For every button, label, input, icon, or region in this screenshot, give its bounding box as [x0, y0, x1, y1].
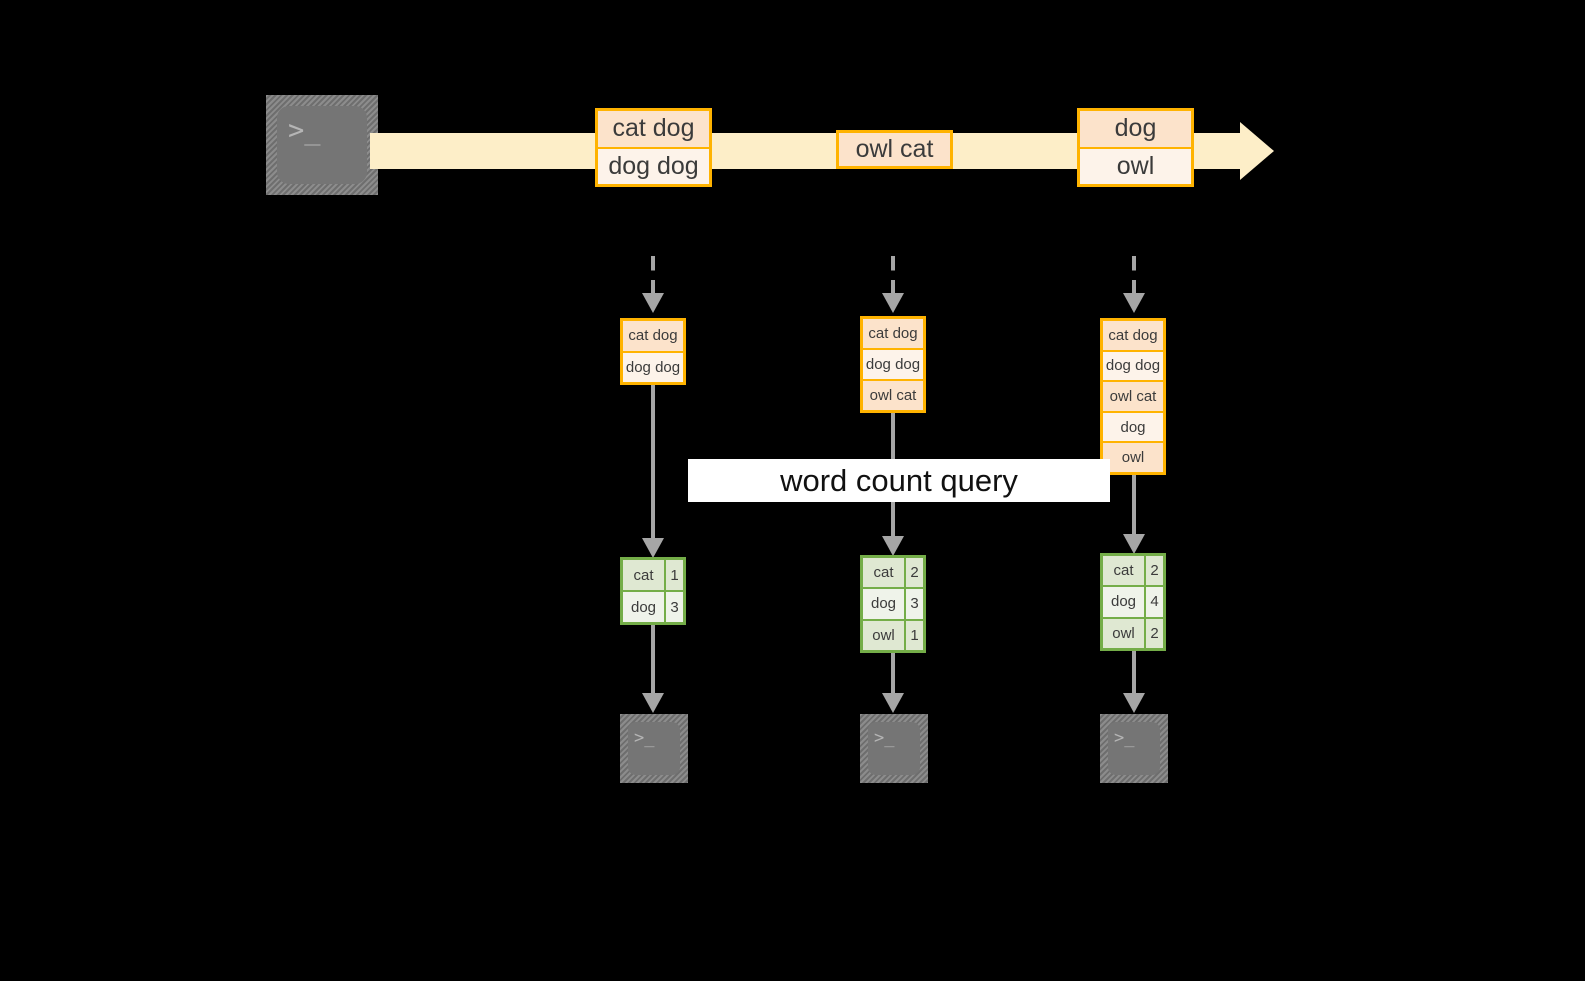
result-count: 2 [910, 564, 919, 582]
state-line: cat dog [1103, 321, 1163, 352]
stream-group-2[interactable]: owl cat [836, 130, 953, 169]
sink-connector-1-head [642, 693, 664, 713]
terminal-prompt-glyph: >_ [874, 728, 895, 748]
query-connector-1-head [642, 538, 664, 558]
table-row: owl 2 [1103, 618, 1163, 648]
stream-line: owl [1080, 148, 1191, 184]
query-connector-1 [651, 385, 655, 540]
query-connector-3-head [1123, 534, 1145, 554]
result-word: dog [1103, 587, 1146, 617]
sink-connector-2-head [882, 693, 904, 713]
table-row: cat 1 [623, 560, 683, 592]
stream-group-1[interactable]: cat dog dog dog [595, 108, 712, 187]
ingest-connector-2 [891, 256, 895, 294]
state-line: cat dog [623, 321, 683, 353]
stream-line: owl cat [839, 133, 950, 166]
state-line: dog dog [623, 352, 683, 382]
table-row: cat 2 [863, 558, 923, 590]
terminal-screen [868, 722, 920, 775]
result-word: cat [863, 558, 906, 588]
query-banner: word count query [688, 459, 1110, 502]
ingest-connector-1-head [642, 293, 664, 313]
query-connector-2-head [882, 536, 904, 556]
result-table-3[interactable]: cat 2 dog 4 owl 2 [1100, 553, 1166, 651]
table-row: owl 1 [863, 620, 923, 650]
state-line: owl cat [863, 381, 923, 410]
stream-line: dog [1080, 111, 1191, 149]
stream-arrow-head [1240, 122, 1274, 180]
sink-terminal-icon-1[interactable]: >_ [620, 714, 688, 783]
terminal-prompt-glyph: >_ [634, 728, 655, 748]
result-word: dog [863, 589, 906, 619]
state-line: owl [1103, 443, 1163, 472]
result-word: cat [1103, 556, 1146, 586]
table-row: dog 3 [863, 589, 923, 621]
result-count: 2 [1150, 624, 1159, 642]
result-word: owl [863, 620, 906, 650]
result-word: dog [623, 592, 666, 622]
sink-connector-3 [1132, 651, 1136, 695]
stream-line: cat dog [598, 111, 709, 149]
state-line: cat dog [863, 319, 923, 350]
result-table-1[interactable]: cat 1 dog 3 [620, 557, 686, 625]
ingest-connector-1 [651, 256, 655, 294]
ingest-connector-3 [1132, 256, 1136, 294]
result-count: 3 [670, 598, 679, 616]
result-count: 2 [1150, 562, 1159, 580]
table-row: dog 4 [1103, 587, 1163, 619]
result-word: owl [1103, 618, 1146, 648]
terminal-screen [628, 722, 680, 775]
sink-terminal-icon-2[interactable]: >_ [860, 714, 928, 783]
sink-connector-1 [651, 625, 655, 695]
state-box-1[interactable]: cat dog dog dog [620, 318, 686, 385]
state-box-2[interactable]: cat dog dog dog owl cat [860, 316, 926, 413]
terminal-screen [277, 106, 367, 184]
table-row: dog 3 [623, 592, 683, 622]
table-row: cat 2 [1103, 556, 1163, 588]
sink-terminal-icon-3[interactable]: >_ [1100, 714, 1168, 783]
sink-connector-2 [891, 653, 895, 695]
result-count: 4 [1150, 593, 1159, 611]
result-count: 1 [670, 566, 679, 584]
sink-connector-3-head [1123, 693, 1145, 713]
query-connector-3 [1132, 475, 1136, 536]
terminal-prompt-glyph: >_ [288, 115, 321, 146]
stream-group-3[interactable]: dog owl [1077, 108, 1194, 187]
ingest-connector-2-head [882, 293, 904, 313]
stream-line: dog dog [598, 148, 709, 184]
source-terminal-icon[interactable]: >_ [266, 95, 378, 195]
result-count: 3 [910, 595, 919, 613]
state-line: dog [1103, 412, 1163, 444]
state-line: dog dog [1103, 351, 1163, 383]
ingest-connector-3-head [1123, 293, 1145, 313]
terminal-screen [1108, 722, 1160, 775]
result-count: 1 [910, 626, 919, 644]
state-line: dog dog [863, 350, 923, 381]
state-line: owl cat [1103, 382, 1163, 413]
result-word: cat [623, 560, 666, 590]
result-table-2[interactable]: cat 2 dog 3 owl 1 [860, 555, 926, 653]
state-box-3[interactable]: cat dog dog dog owl cat dog owl [1100, 318, 1166, 475]
terminal-prompt-glyph: >_ [1114, 728, 1135, 748]
